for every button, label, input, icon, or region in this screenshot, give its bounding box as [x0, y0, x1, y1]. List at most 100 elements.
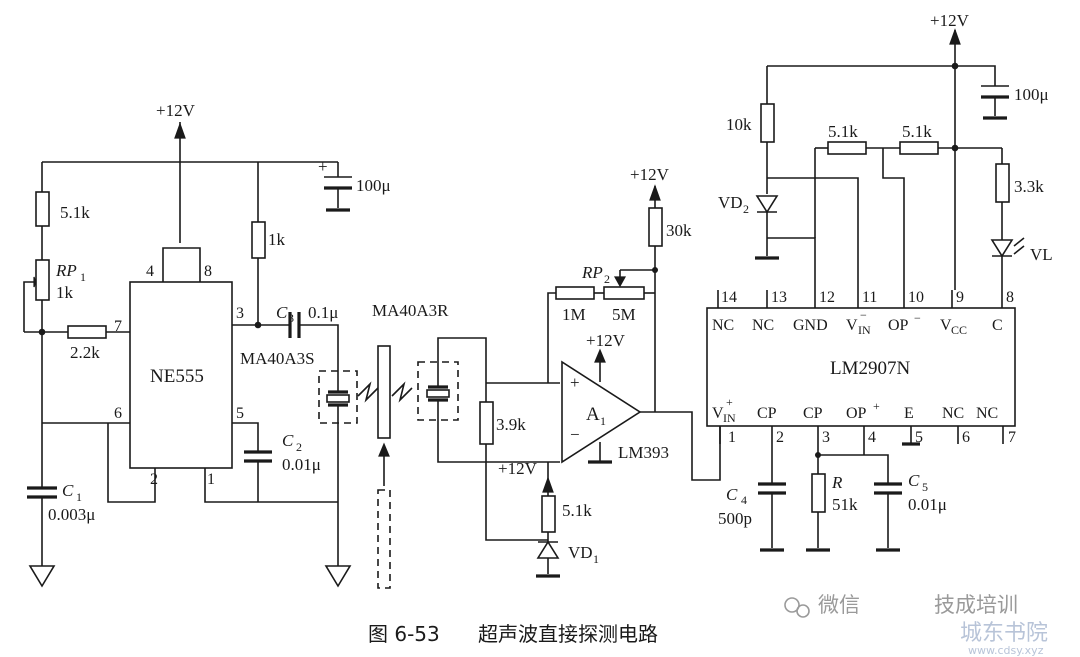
- supply-label-lm2907: +12V: [930, 11, 970, 30]
- lm2907-pin14-label: NC: [712, 317, 734, 334]
- rx-label: MA40A3R: [372, 301, 449, 320]
- ground-rail-555: [204, 468, 338, 503]
- c4-sub: 4: [741, 493, 747, 507]
- lm2907-pin8-label: C: [992, 317, 1003, 334]
- lm2907-pin11-sup: −: [860, 308, 867, 322]
- lm2907-pin1: 1: [728, 429, 736, 446]
- ground-symbol-tx: [324, 565, 352, 588]
- target-object: [377, 345, 391, 439]
- lm2907-pin10: 10: [908, 289, 924, 306]
- ne555-pin1: 1: [207, 471, 215, 488]
- lm2907-pin1-sup: +: [726, 395, 733, 409]
- figure-number: 图 6-53: [368, 622, 440, 646]
- rp2-name: RP: [581, 263, 603, 282]
- lm2907-pin6-label: NC: [942, 405, 964, 422]
- supply-label-vd1: +12V: [498, 459, 538, 478]
- led-light-icon: [1013, 237, 1025, 255]
- opamp-name-sub: 1: [600, 414, 606, 428]
- watermark-site-url: www.cdsy.xyz: [968, 644, 1044, 657]
- vl-label: VL: [1030, 245, 1053, 264]
- r-30k-label: 30k: [666, 221, 692, 240]
- opamp-minus: −: [570, 425, 580, 444]
- r-1m-label: 1M: [562, 305, 586, 324]
- wechat-icon: [784, 597, 800, 613]
- watermark-wechat: 微信: [818, 593, 860, 617]
- transducer-section: MA40A3S MA40A3R 3.9k: [240, 301, 560, 589]
- diode-vd1: [536, 540, 560, 559]
- tx-label: MA40A3S: [240, 349, 315, 368]
- lm2907-pin2: 2: [776, 429, 784, 446]
- c2-name: C: [282, 431, 294, 450]
- resistor-5k1-left: [35, 191, 50, 227]
- ne555-pin3: 3: [236, 305, 244, 322]
- r51k-value: 51k: [832, 495, 858, 514]
- opamp-output-wire: [640, 411, 721, 481]
- opamp-a1: [561, 360, 642, 464]
- c3-name: C: [276, 303, 288, 322]
- target-move-arrow-up: [378, 442, 390, 457]
- opamp-plus: +: [570, 373, 580, 392]
- target-object-alt: [377, 489, 391, 589]
- c2-value: 0.01μ: [282, 455, 321, 474]
- supply-label-555: +12V: [156, 101, 196, 120]
- echo-wave-icon: [391, 381, 413, 403]
- resistor-1k: [251, 221, 266, 259]
- c-100u-right-label: 100μ: [1014, 85, 1049, 104]
- lm2907-pin5-label: E: [904, 405, 914, 422]
- c5-sub: 5: [922, 480, 928, 494]
- lm2907-pin13-label: NC: [752, 317, 774, 334]
- transmit-wave-icon: [357, 381, 379, 403]
- lm2907-pin7-label: NC: [976, 405, 998, 422]
- svg-text:+: +: [318, 157, 328, 176]
- supply-label-op-pos: +12V: [586, 331, 626, 350]
- c3-sub: 3: [288, 311, 294, 325]
- resistor-5k1-b: [899, 141, 939, 155]
- r51k-name: R: [831, 473, 843, 492]
- lm2907-pin8: 8: [1006, 289, 1014, 306]
- r-5k1-b-label: 5.1k: [902, 122, 932, 141]
- lm2907-pin6: 6: [962, 429, 970, 446]
- lm2907-pin2-label: CP: [757, 405, 777, 422]
- opamp-name: A: [586, 404, 600, 425]
- c3-value: 0.1μ: [308, 303, 338, 322]
- diode-vd2: [755, 195, 779, 214]
- resistor-1m: [555, 286, 595, 300]
- vd1-name: VD: [568, 543, 593, 562]
- figure-title: 超声波直接探测电路: [478, 622, 658, 646]
- vd1-sub: 1: [593, 552, 599, 566]
- c5-name: C: [908, 471, 920, 490]
- lm2907-pin14: 14: [721, 289, 737, 306]
- ne555-pin8: 8: [204, 263, 212, 280]
- lm2907-pin7: 7: [1008, 429, 1016, 446]
- ground-symbol-left: [28, 565, 56, 588]
- lm2907-pin1-label: V: [712, 405, 724, 422]
- lm2907-pin4-label: OP: [846, 405, 867, 422]
- led-vl: [990, 239, 1014, 258]
- lm2907-pin1-sub: IN: [723, 411, 736, 425]
- rp1-sub: 1: [80, 270, 86, 284]
- watermark-site-name: 城东书院: [960, 621, 1048, 646]
- lm2907-pin12: 12: [819, 289, 835, 306]
- resistor-3k3: [995, 163, 1010, 203]
- rp1-wiper: [23, 281, 34, 332]
- ne555-chip: [129, 281, 233, 469]
- lm2907-pin4-sup: +: [873, 399, 880, 413]
- rp2-sub: 2: [604, 272, 610, 286]
- rp1-name: RP: [55, 261, 77, 280]
- lm2907-pin10-sup: −: [914, 311, 921, 325]
- lm2907-pin9-sub: CC: [951, 323, 967, 337]
- c4-value: 500p: [718, 509, 752, 528]
- lm2907-pin10-label: OP: [888, 317, 909, 334]
- lm2907-pin9-label: V: [940, 317, 952, 334]
- lm2907-section: LM2907N 14 13 12 11 10 9 8 NC NC GND V I…: [706, 11, 1053, 552]
- ne555-pin4: 4: [146, 263, 154, 280]
- resistor-3k9: [479, 401, 494, 445]
- c1-name: C: [62, 481, 74, 500]
- vd2-name: VD: [718, 193, 743, 212]
- lm2907-chip: [706, 307, 1016, 427]
- supply-label-op: +12V: [630, 165, 670, 184]
- ne555-pin4-8-wire: [162, 247, 201, 282]
- r-5k1-vd1-label: 5.1k: [562, 501, 592, 520]
- vd2-sub: 2: [743, 202, 749, 216]
- lm2907-pin5: 5: [915, 429, 923, 446]
